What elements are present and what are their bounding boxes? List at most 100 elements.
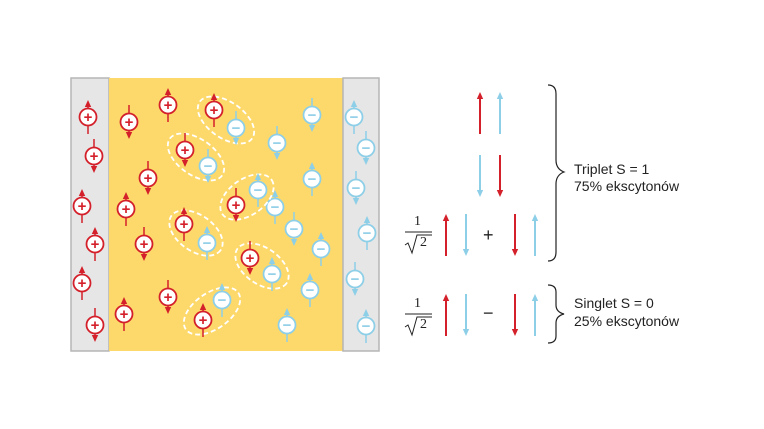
electron-circle: [346, 178, 366, 198]
exciton-pair: +−: [166, 132, 226, 183]
electron-particle: −: [345, 262, 365, 296]
minus-symbol: −: [317, 241, 326, 258]
hole-circle: [84, 146, 104, 166]
electron-circle: [356, 138, 376, 158]
electron-particle: −: [357, 216, 377, 250]
plus-symbol: +: [164, 97, 173, 114]
electron-particle: −: [302, 98, 322, 132]
minus-symbol: −: [204, 158, 213, 175]
spin-up-arrow-icon: [531, 294, 539, 336]
plus-symbol: +: [246, 250, 255, 267]
hole-particle: +: [78, 100, 98, 134]
sqrt-sign-triplet: [404, 234, 432, 255]
plus-symbol: +: [199, 312, 208, 329]
minus-symbol: −: [363, 225, 372, 242]
electron-circle: [356, 316, 376, 336]
hole-particle: +: [84, 139, 104, 173]
hole-particle: +: [85, 227, 105, 261]
electron-particle: −: [356, 131, 376, 165]
spin-states: [442, 92, 539, 336]
hole-particle: +: [134, 227, 154, 261]
plus-symbol: +: [164, 289, 173, 306]
electron-particle: −: [346, 171, 366, 205]
hole-circle: [85, 234, 105, 254]
plus-symbol: +: [144, 170, 153, 187]
spin-down-arrow-icon: [476, 155, 484, 197]
electron-circle: [344, 107, 364, 127]
electron-particle: −: [356, 309, 376, 343]
electron-particle: −: [262, 257, 282, 291]
electron-circle: [345, 269, 365, 289]
minus-symbol: −: [352, 180, 361, 197]
hole-circle: [134, 234, 154, 254]
electron-particle: −: [212, 283, 232, 317]
hole-circle: [204, 100, 224, 120]
hole-circle: [85, 315, 105, 335]
plus-symbol: +: [91, 317, 100, 334]
sqrt-sign-singlet: [404, 316, 432, 337]
hole-circle: [72, 196, 92, 216]
hole-circle: [138, 168, 158, 188]
exciton-pair: +−: [234, 241, 290, 291]
spin-down-arrow-icon: [511, 214, 519, 256]
plus-symbol: +: [90, 148, 99, 165]
minus-symbol: −: [268, 266, 277, 283]
hole-circle: [175, 140, 195, 160]
hole-particle: +: [204, 93, 224, 127]
triplet-title: Triplet S = 1: [574, 161, 650, 177]
minus-symbol: −: [290, 221, 299, 238]
plus-symbol: +: [210, 102, 219, 119]
exciton-pair: +−: [168, 207, 224, 260]
electron-circle: [265, 197, 285, 217]
minus-symbol: −: [203, 235, 212, 252]
exciton-outline: [168, 209, 224, 257]
hole-circle: [116, 199, 136, 219]
spin-down-arrow-icon: [496, 155, 504, 197]
electron-circle: [284, 219, 304, 239]
triplet-numerator: 1: [414, 214, 421, 229]
hole-particle: +: [193, 303, 213, 337]
hole-particle: +: [114, 297, 134, 331]
electron-circle: [267, 133, 287, 153]
hole-circle: [240, 248, 260, 268]
singlet-brace: [547, 284, 565, 344]
minus-symbol: −: [218, 292, 227, 309]
hole-circle: [193, 310, 213, 330]
hole-particle: +: [175, 133, 195, 167]
hole-circle: [158, 95, 178, 115]
electron-particle: −: [344, 100, 364, 134]
plus-sign: +: [483, 225, 494, 245]
electron-circle: [277, 315, 297, 335]
electron-circle: [212, 290, 232, 310]
hole-particle: +: [226, 188, 246, 222]
minus-sign: −: [483, 303, 494, 323]
hole-particle: +: [174, 207, 194, 241]
exciton-outline: [219, 173, 275, 221]
electron-circle: [197, 233, 217, 253]
electron-particle: −: [197, 226, 217, 260]
minus-symbol: −: [308, 107, 317, 124]
hole-circle: [158, 287, 178, 307]
spin-up-arrow-icon: [476, 92, 484, 134]
hole-particle: +: [116, 192, 136, 226]
hole-circle: [226, 195, 246, 215]
minus-symbol: −: [232, 120, 241, 137]
plus-symbol: +: [125, 114, 134, 131]
cathode-layer: [342, 77, 380, 352]
hole-particle: +: [158, 88, 178, 122]
singlet-percentage: 25% ekscytonów: [574, 313, 680, 329]
exciton-pair: +−: [196, 93, 256, 145]
electron-particle: −: [248, 173, 268, 207]
minus-symbol: −: [362, 318, 371, 335]
exciton-pair: +−: [219, 173, 275, 222]
spin-up-arrow-icon: [442, 214, 450, 256]
minus-symbol: −: [362, 140, 371, 157]
electron-circle: [248, 180, 268, 200]
hole-circle: [114, 304, 134, 324]
spin-up-arrow-icon: [496, 92, 504, 134]
spin-down-arrow-icon: [462, 214, 470, 256]
hole-particle: +: [72, 189, 92, 223]
spin-up-arrow-icon: [531, 214, 539, 256]
hole-circle: [174, 214, 194, 234]
electron-particle: −: [267, 126, 287, 160]
